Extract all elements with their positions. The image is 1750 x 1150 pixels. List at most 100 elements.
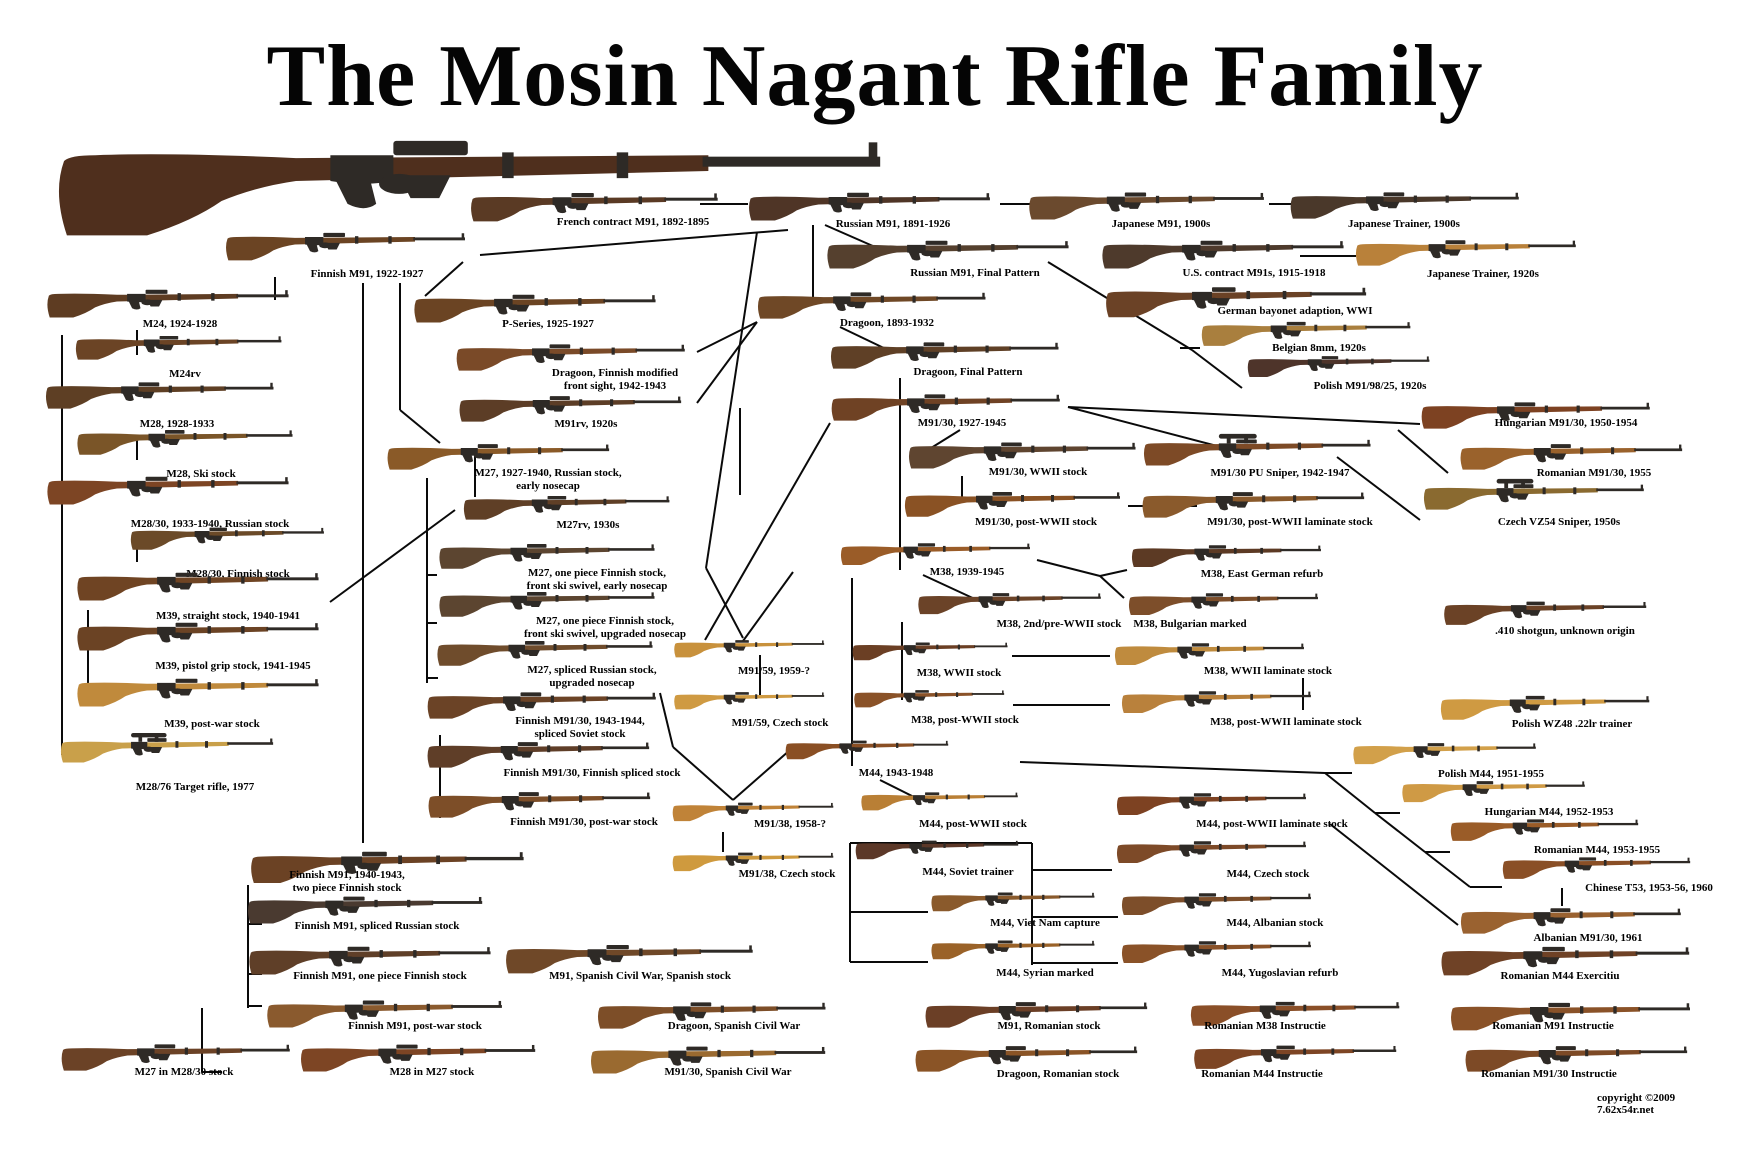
rifle-label: M91/30, WWII stock xyxy=(988,466,1088,478)
rifle-label: M91/30, 1927-1945 xyxy=(917,417,1007,429)
rifle-silhouette xyxy=(930,888,1102,913)
rifle-silhouette xyxy=(825,234,1080,271)
rifle-silhouette xyxy=(1502,852,1698,881)
rifle-silhouette xyxy=(1288,186,1530,221)
rifle-japanese-m91-1900s xyxy=(1027,186,1275,222)
rifle-silhouette xyxy=(1355,234,1585,268)
rifle-label: M91, Romanian stock xyxy=(997,1020,1101,1032)
rifle-label: Hungarian M44, 1952-1953 xyxy=(1484,806,1614,818)
rifle-label: M38, 2nd/pre-WWII stock xyxy=(996,618,1122,630)
copyright-text: copyright ©2009 7.62x54r.net xyxy=(1597,1092,1676,1116)
rifle-m38-bulgarian-marked xyxy=(1127,588,1327,617)
rifle-silhouette xyxy=(75,330,290,362)
rifle-label: Polish M91/98/25, 1920s xyxy=(1313,380,1427,392)
rifle-silhouette xyxy=(1460,902,1690,936)
rifle-silhouette xyxy=(1352,738,1544,766)
rifle-m28-76-target-rifle-1977 xyxy=(60,732,282,765)
connector-line xyxy=(705,231,758,569)
rifle-label: M28, Ski stock xyxy=(166,468,236,480)
rifle-label: M91, Spanish Civil War, Spanish stock xyxy=(549,970,731,982)
rifle-label: M44, Soviet trainer xyxy=(922,866,1014,878)
rifle-silhouette xyxy=(1400,776,1594,804)
rifle-label: Romanian M44, 1953-1955 xyxy=(1533,844,1661,856)
rifle-label: Dragoon, Romanian stock xyxy=(996,1068,1120,1080)
rifle-m38-east-german-refurb xyxy=(1130,540,1330,569)
rifle-silhouette xyxy=(45,470,300,507)
rifle-label: M27 in M28/30 stock xyxy=(134,1066,234,1078)
rifle-silhouette xyxy=(45,376,283,411)
rifle-label: M38, WWII stock xyxy=(916,667,1002,679)
rifle-label: M91/30, post-WWII stock xyxy=(975,516,1097,528)
rifle-label: Finnish M91, post-war stock xyxy=(348,1020,482,1032)
rifle-silhouette xyxy=(1193,1040,1405,1071)
rifle-label: M91/38, Czech stock xyxy=(738,868,836,880)
rifle-silhouette xyxy=(1127,588,1327,617)
rifle-label: Russian M91, 1891-1926 xyxy=(835,218,951,230)
rifle-label: U.S. contract M91s, 1915-1918 xyxy=(1182,267,1326,279)
rifle-label: Czech VZ54 Sniper, 1950s xyxy=(1497,516,1621,528)
rifle-label: M28/30, 1933-1940, Russian stock xyxy=(130,518,290,530)
rifle-label: M38, WWII laminate stock xyxy=(1203,665,1333,677)
rifle-label: M91/38, 1958-? xyxy=(753,818,827,830)
rifle-m91-59-czech-stock xyxy=(672,688,832,711)
rifle-silhouette xyxy=(1115,788,1315,817)
rifle-m91-30-pu-sniper-1942-1947 xyxy=(1143,433,1380,468)
rifle-label: M91/30 PU Sniper, 1942-1947 xyxy=(1210,467,1350,479)
rifle-label: M38, Bulgarian marked xyxy=(1133,618,1247,630)
rifle-romanian-m44-1953-1955 xyxy=(1450,814,1646,843)
rifle-m39-straight-stock-1940-1941 xyxy=(75,566,330,603)
rifle-silhouette xyxy=(1450,814,1646,843)
rifle-label: Finnish M91/30, 1943-1944, spliced Sovie… xyxy=(515,715,645,741)
rifle-silhouette xyxy=(225,226,475,263)
rifle-silhouette xyxy=(855,836,1025,861)
rifle-m39-pistol-grip-stock-1941-1945 xyxy=(75,616,330,653)
rifle-silhouette xyxy=(1115,836,1315,865)
rifle-label: M39, post-war stock xyxy=(164,718,260,730)
rifle-m91-59-1959 xyxy=(672,636,832,659)
rifle-albanian-m91-30-1961 xyxy=(1460,902,1690,936)
rifle-u-s-contract-m91s-1915-1918 xyxy=(1100,234,1355,271)
rifle-silhouette xyxy=(427,786,660,820)
rifle-label: M44, 1943-1948 xyxy=(858,767,934,779)
rifle-label: Romanian M91 Instructie xyxy=(1492,1020,1614,1032)
rifle-label: Finnish M91/30, Finnish spliced stock xyxy=(503,767,681,779)
rifle-silhouette xyxy=(785,736,955,761)
rifle-hungarian-m44-1952-1953 xyxy=(1400,776,1594,804)
rifle-m44-soviet-trainer xyxy=(855,836,1025,861)
rifle-m38-wwii-laminate-stock xyxy=(1113,638,1313,667)
rifle-label: M91/59, 1959-? xyxy=(737,665,811,677)
rifle-silhouette xyxy=(930,936,1102,961)
connector-line xyxy=(1374,812,1426,853)
rifle-label: M24, 1924-1928 xyxy=(142,318,218,330)
connector-line xyxy=(742,571,794,642)
connector-line xyxy=(1036,559,1101,577)
rifle-m28-1928-1933 xyxy=(45,376,283,411)
rifle-m44-syrian-marked xyxy=(930,936,1102,961)
rifle-silhouette xyxy=(1140,486,1375,520)
rifle-label: M27, spliced Russian stock, upgraded nos… xyxy=(527,664,657,690)
rifle-silhouette xyxy=(852,638,1014,662)
rifle-label: M91/30, Spanish Civil War xyxy=(664,1066,792,1078)
rifle-silhouette xyxy=(1143,433,1380,468)
rifle-silhouette xyxy=(1120,936,1320,965)
rifle-label: Japanese Trainer, 1920s xyxy=(1427,268,1539,280)
rifle-japanese-trainer-1900s xyxy=(1288,186,1530,221)
rifle-label: M44, post-WWII laminate stock xyxy=(1196,818,1348,830)
rifle-silhouette xyxy=(672,688,832,711)
rifle-label: Chinese T53, 1953-56, 1960 xyxy=(1585,882,1713,894)
rifle-silhouette xyxy=(1120,888,1320,917)
rifle-silhouette xyxy=(1423,478,1653,512)
rifle-m39-post-war-stock xyxy=(75,672,330,709)
poster-title: The Mosin Nagant Rifle Family xyxy=(266,28,1484,125)
rifle-label: Dragoon, Spanish Civil War xyxy=(667,1020,801,1032)
rifle-silhouette xyxy=(130,522,332,552)
rifle-label: Japanese M91, 1900s xyxy=(1111,218,1211,230)
rifle-silhouette xyxy=(75,672,330,709)
rifle-m44-post-wwii-stock xyxy=(860,788,1025,812)
rifle-m44-1943-1948 xyxy=(785,736,955,761)
rifle-label: M27rv, 1930s xyxy=(556,519,620,531)
rifle-romanian-m44-instructie xyxy=(1193,1040,1405,1071)
rifle-label: Finnish M91, 1940-1943, two piece Finnis… xyxy=(289,869,405,895)
rifle-m24rv xyxy=(75,330,290,362)
rifle-label: Albanian M91/30, 1961 xyxy=(1533,932,1643,944)
